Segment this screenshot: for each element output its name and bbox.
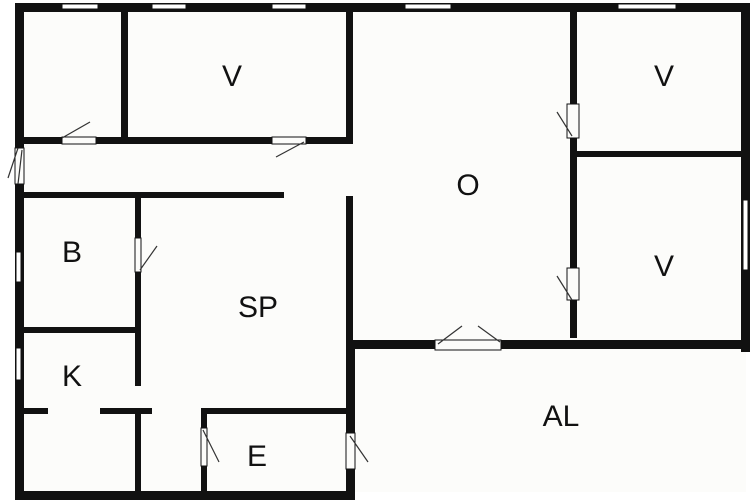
room-label-v-top-left: V bbox=[222, 60, 242, 93]
room-label-b: B bbox=[62, 236, 82, 269]
room-label-v-right: V bbox=[654, 250, 674, 283]
room-label-e: E bbox=[247, 440, 267, 473]
room-labels: V V O V B SP K AL E bbox=[62, 60, 674, 473]
room-label-al: AL bbox=[543, 400, 580, 433]
floor-area bbox=[20, 6, 746, 492]
room-label-o: O bbox=[456, 169, 479, 202]
room-label-k: K bbox=[62, 360, 82, 393]
door-swings bbox=[7, 111, 573, 463]
room-label-v-top-right: V bbox=[654, 60, 674, 93]
room-label-sp: SP bbox=[238, 291, 278, 324]
door-openings bbox=[14, 103, 580, 470]
windows bbox=[15, 3, 749, 381]
